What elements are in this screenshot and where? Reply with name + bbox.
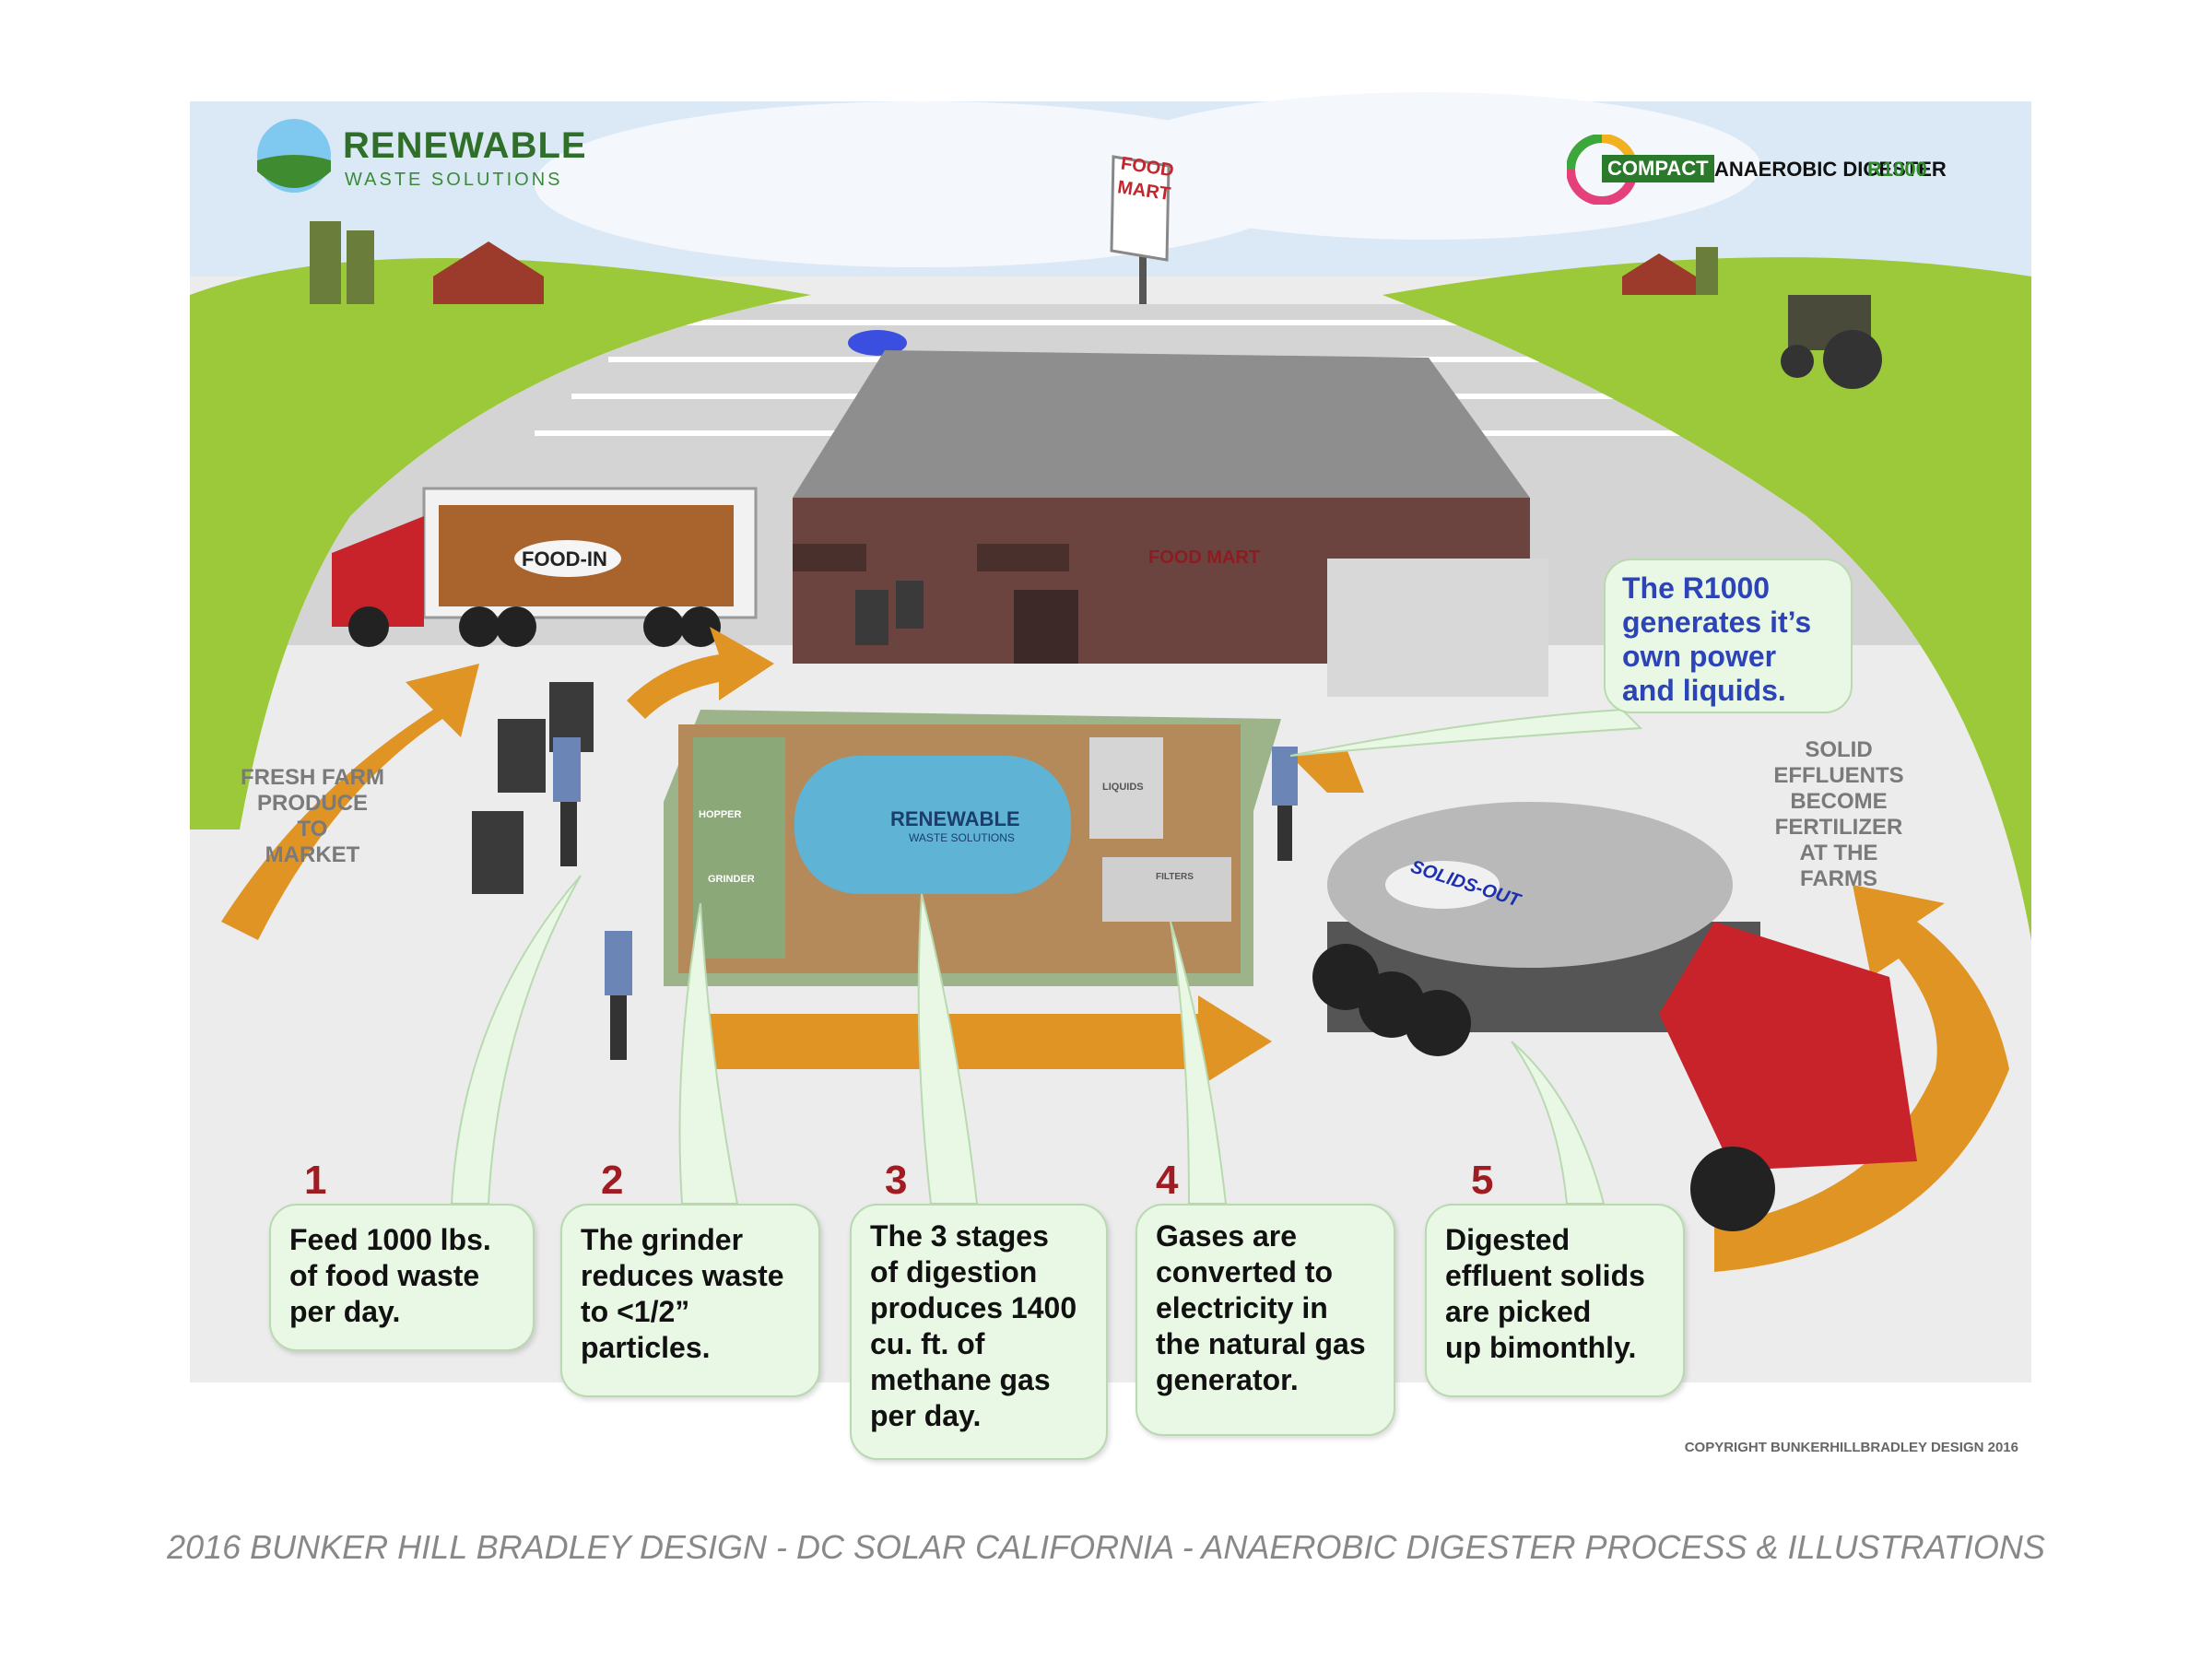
solid-effluents-label: SOLID EFFLUENTS BECOME FERTILIZER AT THE… bbox=[1773, 737, 1904, 891]
arrow-to-unit bbox=[1290, 747, 1364, 793]
shed bbox=[1327, 559, 1548, 697]
step-4-bubble: Gases are converted to electricity in th… bbox=[1135, 1204, 1395, 1436]
tractor bbox=[1781, 295, 1882, 389]
unit-sub-label: WASTE SOLUTIONS bbox=[909, 831, 1015, 844]
footer-caption: 2016 BUNKER HILL BRADLEY DESIGN - DC SOL… bbox=[167, 1528, 2045, 1566]
liquids-label: LIQUIDS bbox=[1102, 782, 1144, 793]
food-in-truck bbox=[332, 487, 758, 647]
arrow-to-market bbox=[221, 664, 479, 940]
store-label: FOOD MART bbox=[1148, 547, 1261, 568]
arrow-to-tanker bbox=[710, 995, 1272, 1088]
solids-out-truck bbox=[1312, 802, 1917, 1231]
logo-subtitle: WASTE SOLUTIONS bbox=[345, 170, 563, 190]
digester-tank bbox=[794, 756, 1071, 894]
compact-digester-logo: COMPACT ANAEROBIC DIGESTER R1000 bbox=[1567, 135, 1954, 205]
arrow-to-bins bbox=[627, 627, 774, 719]
fresh-produce-label: FRESH FARM PRODUCE TO MARKET bbox=[241, 765, 384, 867]
hopper bbox=[693, 737, 785, 959]
farm-buildings-right bbox=[1622, 247, 1718, 295]
arrow-to-farms bbox=[1714, 885, 2009, 1272]
filters-label: FILTERS bbox=[1156, 872, 1194, 882]
unit-brand-label: RENEWABLE bbox=[890, 807, 1020, 830]
step-3-bubble: The 3 stages of digestion produces 1400 … bbox=[850, 1204, 1108, 1460]
step-2-bubble: The grinder reduces waste to <1/2” parti… bbox=[560, 1204, 820, 1397]
food-mart-building bbox=[793, 350, 1548, 697]
farm-field-right bbox=[1382, 257, 2031, 941]
step-2-number: 2 bbox=[601, 1158, 624, 1203]
step-1-bubble: Feed 1000 lbs. of food waste per day. bbox=[269, 1204, 535, 1351]
compact-badge: COMPACT bbox=[1602, 155, 1714, 182]
farm-field-left bbox=[190, 258, 811, 830]
truck-in-label: FOOD-IN bbox=[522, 547, 607, 571]
grinder-label: GRINDER bbox=[708, 874, 755, 885]
filters bbox=[1102, 857, 1231, 922]
workers bbox=[553, 737, 1298, 1060]
copyright: COPYRIGHT BUNKERHILLBRADLEY DESIGN 2016 bbox=[1684, 1440, 2018, 1455]
car bbox=[848, 330, 907, 356]
flow-arrows bbox=[221, 627, 2009, 1272]
compact-text: ANAEROBIC DIGESTER bbox=[1714, 158, 1947, 181]
hopper-label: HOPPER bbox=[699, 809, 742, 820]
step-4-number: 4 bbox=[1156, 1158, 1179, 1203]
liquids-tank bbox=[1089, 737, 1163, 839]
digester-unit bbox=[664, 710, 1281, 986]
farm-buildings-left bbox=[310, 221, 544, 304]
step-1-number: 1 bbox=[304, 1158, 327, 1203]
callout-pointers bbox=[450, 708, 1643, 1205]
step-5-bubble: Digested effluent solids are picked up b… bbox=[1425, 1204, 1685, 1397]
compact-model: R1000 bbox=[1867, 158, 1927, 181]
food-mart-sign bbox=[1110, 155, 1171, 304]
step-5-number: 5 bbox=[1471, 1158, 1494, 1203]
r1000-power-note: The R1000 generates it’s own power and l… bbox=[1604, 559, 1853, 713]
logo-name: RENEWABLE bbox=[343, 125, 587, 166]
renewable-waste-solutions-logo: RENEWABLE WASTE SOLUTIONS bbox=[254, 116, 586, 199]
globe-icon bbox=[257, 119, 331, 193]
step-3-number: 3 bbox=[885, 1158, 908, 1203]
